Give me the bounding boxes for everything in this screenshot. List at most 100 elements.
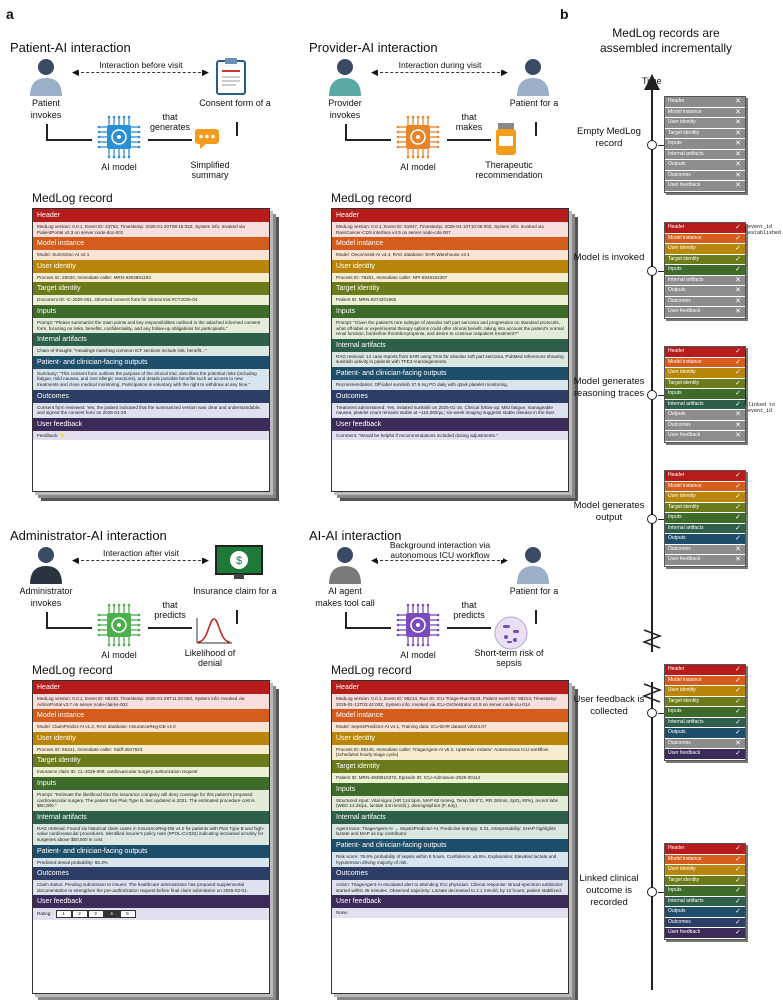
stage-label: Model is invoked [573,252,645,263]
mini-row-label: User feedback [668,432,701,438]
record-section-body-outcomes: Consent form reviewed: Yes, the patient … [33,402,269,418]
check-icon: ✓ [735,666,741,673]
cross-icon: ✕ [735,556,741,563]
record-section-header-internal: Internal artifacts [332,338,568,352]
check-icon: ✓ [735,358,741,366]
check-icon: ✓ [735,234,741,242]
connector-line [148,627,192,629]
link-label: that generates [149,112,191,132]
timeline-break-top [641,629,663,649]
mini-record-row: Internal artifacts✕ [665,275,745,286]
mini-record-row: Model instance✓ [665,233,745,244]
timeline-connector [658,271,664,273]
mini-row-label: Model instance [668,676,702,683]
record-section-header-outputs: Patient- and clinician-facing outputs [332,366,568,380]
record-text: Document ID: IC-2025-001, informed conse… [37,297,198,303]
output-label: Short-term risk of sepsis [474,648,544,668]
record-section-body-outcomes: Treatment administered: Yes, initiated s… [332,402,568,418]
check-icon: ✓ [735,708,741,715]
rating-option[interactable]: 3 [87,910,104,918]
mini-row-label: Outcomes [668,545,691,552]
mini-record-row: User identity✕ [665,118,745,129]
connector-line [236,122,238,136]
record-section-body-user: Process ID: 65341, Immediate caller: Sta… [33,744,269,755]
mini-record-row: Inputs✓ [665,886,745,897]
record-section-body-target: Insurance claim ID: CL-2025-009, cardiov… [33,767,269,777]
record-text: Model: SummDoc-AI v2.1 [37,252,90,258]
rating-option[interactable]: 5 [119,910,136,918]
mini-record-row: Internal artifacts✓ [665,896,745,907]
timeline-axis [641,74,663,990]
mini-row-label: Model instance [668,482,702,489]
connector-line [46,124,48,139]
ai-model-label: AI model [400,162,436,172]
record-text: Structured input: Vital signs (HR 124 bp… [336,797,558,809]
mini-record-row: Header✓ [665,844,745,855]
mini-record-row: Outcomes✕ [665,544,745,555]
check-icon: ✓ [735,729,741,736]
check-icon: ✓ [735,718,741,726]
record-section-body-header: MedLog version: 0.0.1, Event ID: 61947, … [332,222,568,238]
mini-row-label: User feedback [668,182,701,188]
record-section-body-feedback: Feedback: ⭐ [33,430,269,441]
timeline-connector [658,145,664,147]
record-section-body-target: Document ID: IC-2025-001, informed conse… [33,295,269,305]
distribution-curve-icon [194,616,234,651]
record-section-body-inputs: Structured input: Vital signs (HR 124 bp… [332,795,568,811]
record-text: Risk score: 78.6% probability of sepsis … [336,853,557,865]
record-section-header-user: User identity [332,259,568,273]
check-icon: ✓ [735,514,741,521]
record-text: Process ID: 78201, Immediate caller: NPI… [336,274,448,280]
mini-row-label: Internal artifacts [668,400,704,407]
record-section-header-header: Header [332,681,568,694]
record-text: Claim status: Pending submission to insu… [37,882,248,893]
mini-record-row: Header✕ [665,97,745,108]
record-text: Process ID: 65341, Immediate caller: Sta… [37,746,143,752]
interaction-dashed-arrow [375,560,505,561]
mini-row-label: Model instance [668,358,702,365]
record-text: Recommendation: Off-label sunitinib 37.5… [336,381,509,387]
rating-option[interactable]: 1 [55,910,72,918]
mini-row-label: User identity [668,369,696,375]
rating-option[interactable]: 2 [71,910,88,918]
check-icon: ✓ [735,472,741,479]
check-icon: ✓ [735,245,741,252]
check-icon: ✓ [735,697,741,705]
rating-option[interactable]: 4 [103,910,120,918]
ai-chip-icon [393,114,443,165]
record-section-header-model: Model instance [332,709,568,723]
mini-row-label: Inputs [668,390,682,396]
connector-line [345,612,347,627]
record-section-header-user: User identity [33,731,269,745]
mini-row-label: Outputs [668,287,686,293]
actor-label: Patient [31,98,61,108]
mini-record-row: User identity✓ [665,368,745,379]
mini-record: Header✓Model instance✓User identity✓Targ… [664,664,746,761]
record-section-header-feedback: User feedback [332,895,568,909]
mini-row-label: User identity [668,866,696,872]
mini-record-row: User feedback✕ [665,181,745,192]
mini-row-label: Header [668,348,685,354]
check-icon: ✓ [735,750,741,757]
mini-row-label: Outcomes [668,171,691,178]
mini-row-label: Header [668,224,685,230]
stage-label: User feedback is collected [573,694,645,717]
record-section-header-target: Target identity [33,282,269,296]
check-icon: ✓ [735,908,741,915]
scenario-title: AI-AI interaction [309,528,402,543]
mini-row-label: Model instance [668,855,702,862]
check-icon: ✓ [735,887,741,894]
timeline-connector [658,519,664,521]
target-label: Consent form of a [199,98,271,108]
patient-icon [513,56,553,101]
connector-line [46,612,48,627]
mini-record-row: Model instance✓ [665,675,745,686]
ai-model-label: AI model [400,650,436,660]
record-section-header-internal: Internal artifacts [332,810,568,824]
mini-row-label: Internal artifacts [668,524,704,531]
mini-row-label: Outcomes [668,739,691,746]
